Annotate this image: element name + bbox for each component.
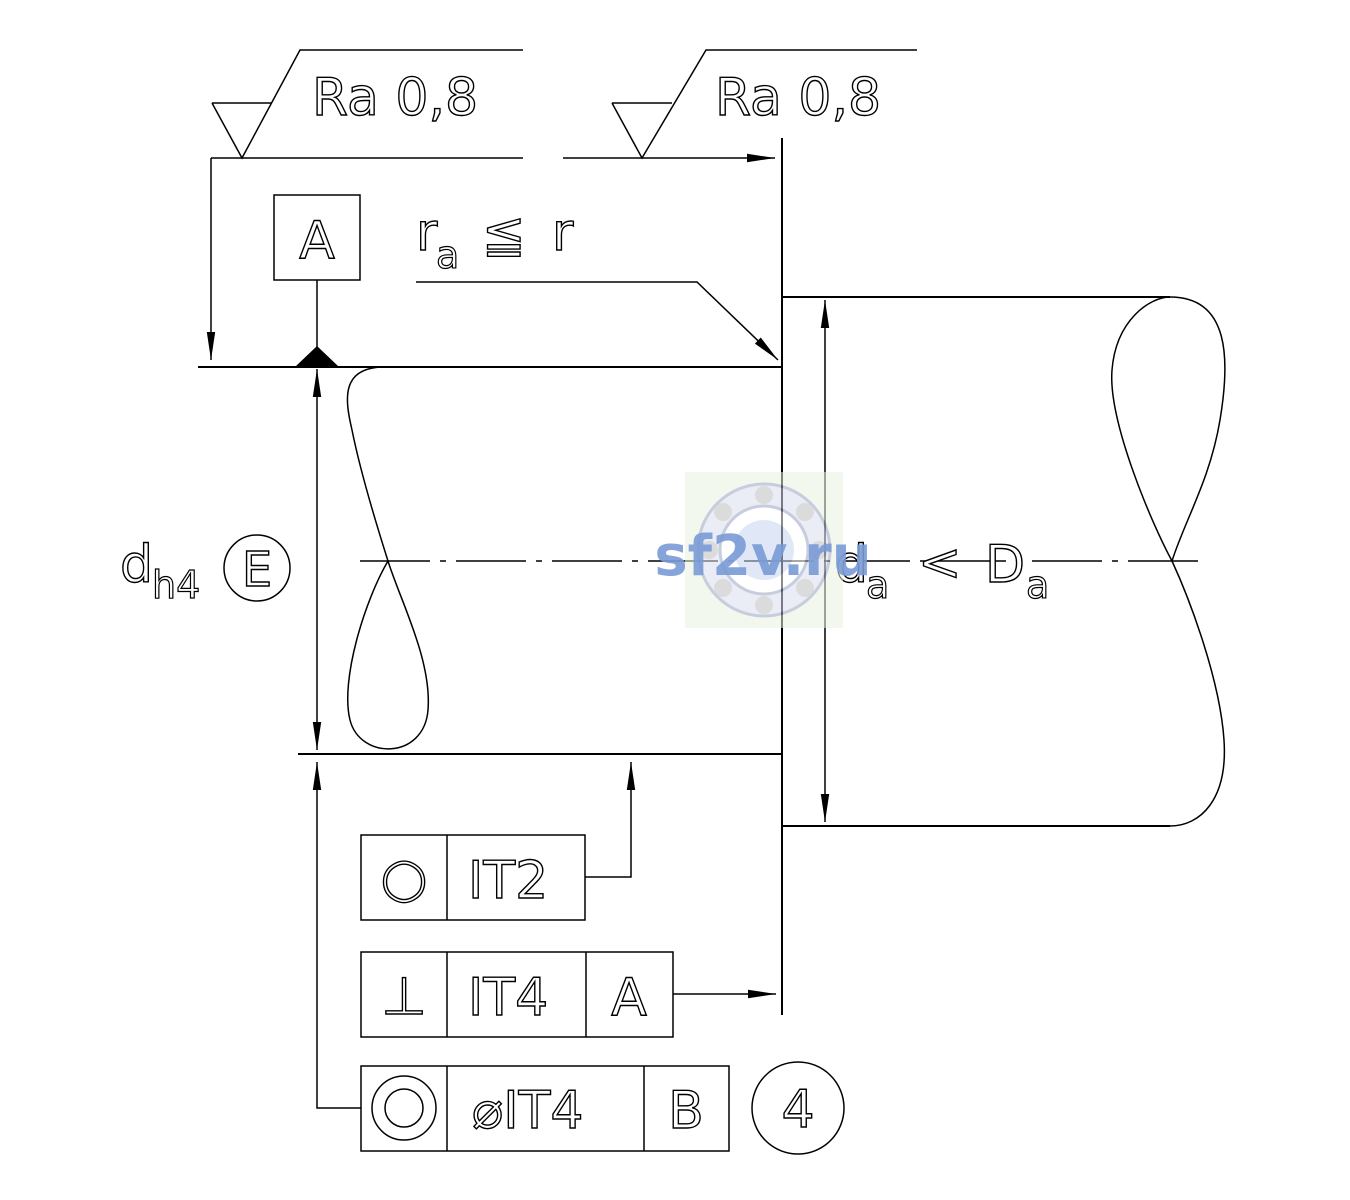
fillet-leader-arrow [416, 281, 779, 361]
fillet-rel: ≦ [482, 205, 526, 265]
concentricity-inner-circle [384, 1088, 424, 1128]
perpendicularity-datum: A [611, 968, 647, 1028]
dh4-d: d [120, 535, 153, 595]
fillet-r-sub: a [436, 233, 459, 277]
da-D: D [985, 535, 1025, 595]
da-sub: a [866, 563, 889, 607]
fillet-r2: r [552, 203, 574, 263]
roughness-label-2: Ra 0,8 [715, 68, 881, 128]
da-D-sub: a [1026, 563, 1049, 607]
concentricity-outer-circle [371, 1075, 437, 1141]
concentricity-value: ⌀IT4 [472, 1081, 584, 1141]
abutment-outline [782, 296, 1226, 827]
roundness-value: IT2 [468, 851, 548, 911]
perpendicularity-value: IT4 [468, 968, 548, 1028]
watermark-logo [685, 472, 843, 628]
envelope-e: E [242, 542, 272, 598]
watermark-text: sf2v.ru [654, 524, 871, 589]
datum-a-triangle [296, 346, 338, 366]
roughness-label-1: Ra 0,8 [312, 68, 478, 128]
roundness-symbol: ○ [380, 846, 427, 909]
perpendicularity-frame: ⊥ IT4 A [360, 951, 674, 1038]
roundness-leader [585, 762, 636, 878]
note-circle [751, 1061, 845, 1155]
envelope-circle [223, 534, 291, 602]
concentricity-leader [312, 762, 361, 1109]
da-rel: < [918, 533, 962, 593]
perpendicularity-symbol: ⊥ [381, 967, 426, 1027]
roundness-frame: ○ IT2 [360, 834, 586, 921]
dh4-sub: h4 [152, 563, 200, 607]
note-number: 4 [781, 1080, 814, 1140]
dh4-label: d h4 E [119, 534, 291, 608]
datum-a-label: A [299, 211, 335, 271]
roughness-symbol-1: Ra 0,8 [211, 49, 523, 160]
concentricity-frame: ⌀IT4 B 4 [360, 1061, 845, 1155]
fillet-label: r a ≦ r [415, 202, 574, 277]
concentricity-datum: B [668, 1081, 704, 1141]
roughness-symbol-2: Ra 0,8 [611, 49, 917, 160]
fillet-r: r [416, 203, 438, 263]
